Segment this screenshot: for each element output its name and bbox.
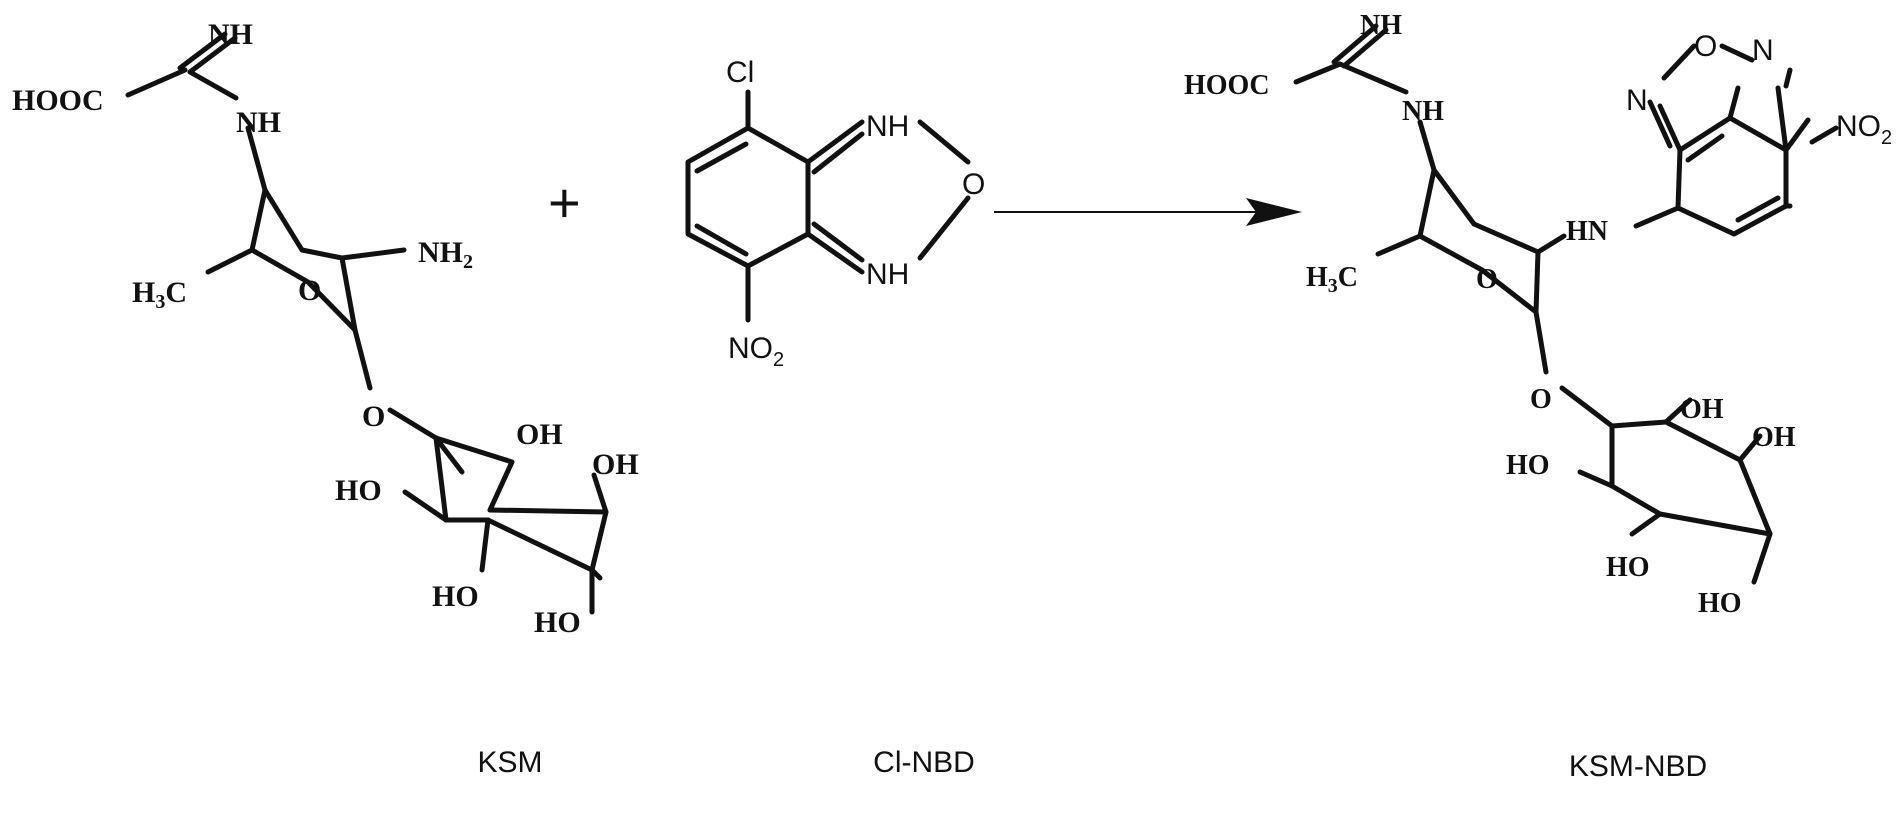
ksmnbd-link-nh: NH xyxy=(1402,96,1444,127)
ksmnbd-glycosidic-oxygen: O xyxy=(1530,384,1552,415)
ksmnbd-oxadiazole-oxygen: O xyxy=(1694,30,1717,63)
ksmnbd-imine-nh: NH xyxy=(1360,10,1402,41)
ksmnbd-methyl-h3c: H3C xyxy=(1306,262,1358,297)
ksm-ho-bottom-right: HO xyxy=(534,606,581,639)
clnbd-nitro: NO2 xyxy=(728,332,784,371)
ksmnbd-oh-right: OH xyxy=(1752,422,1796,453)
ksm-methyl-h3c: H3C xyxy=(132,276,187,313)
ksm-ho-left: HO xyxy=(335,474,382,507)
clnbd-chlorine: Cl xyxy=(726,56,754,89)
ksmnbd-hooc: HOOC xyxy=(1184,70,1270,101)
reaction-arrow xyxy=(994,198,1302,226)
caption-ksm: KSM xyxy=(477,746,542,779)
ksmnbd-oxadiazole-n-left: N xyxy=(1626,84,1648,117)
ksm-hooc: HOOC xyxy=(12,84,104,117)
ksm-ring-oxygen: O xyxy=(298,274,321,307)
ksmnbd-hn: HN xyxy=(1566,216,1608,247)
ksm-imine-nh: NH xyxy=(208,18,253,51)
ksm-ho-bottom: HO xyxy=(432,580,479,613)
ksmnbd-ho-left: HO xyxy=(1506,450,1550,481)
ksmnbd-nitro: NO2 xyxy=(1836,110,1892,149)
ksm-amine-nh2: NH2 xyxy=(418,236,473,273)
ksm-oh-right: OH xyxy=(592,448,639,481)
ksmnbd-ho-bottom: HO xyxy=(1606,552,1650,583)
ksmnbd-structure: NH HOOC NH H3C O O HN O N N NO2 OH OH HO… xyxy=(1184,10,1892,619)
clnbd-imine-top: NH xyxy=(866,110,909,143)
plus-sign: + xyxy=(548,171,581,234)
clnbd-structure: Cl NH O NH NO2 xyxy=(685,56,985,371)
ksmnbd-ho-bottom-right: HO xyxy=(1698,588,1742,619)
ksmnbd-ring-oxygen: O xyxy=(1476,264,1498,295)
ksm-oh-top: OH xyxy=(516,418,563,451)
ksmnbd-oxadiazole-n-top: N xyxy=(1752,34,1774,67)
ksm-glycosidic-oxygen: O xyxy=(362,400,385,433)
clnbd-oxygen: O xyxy=(962,168,985,201)
clnbd-imine-bottom: NH xyxy=(866,258,909,291)
caption-ksmnbd: KSM-NBD xyxy=(1569,750,1707,783)
caption-clnbd: Cl-NBD xyxy=(873,746,975,779)
ksm-structure: NH HOOC NH NH2 H3C O O OH OH HO HO HO xyxy=(12,18,639,639)
ksm-link-nh: NH xyxy=(236,106,281,139)
ksmnbd-oh-top: OH xyxy=(1680,394,1724,425)
